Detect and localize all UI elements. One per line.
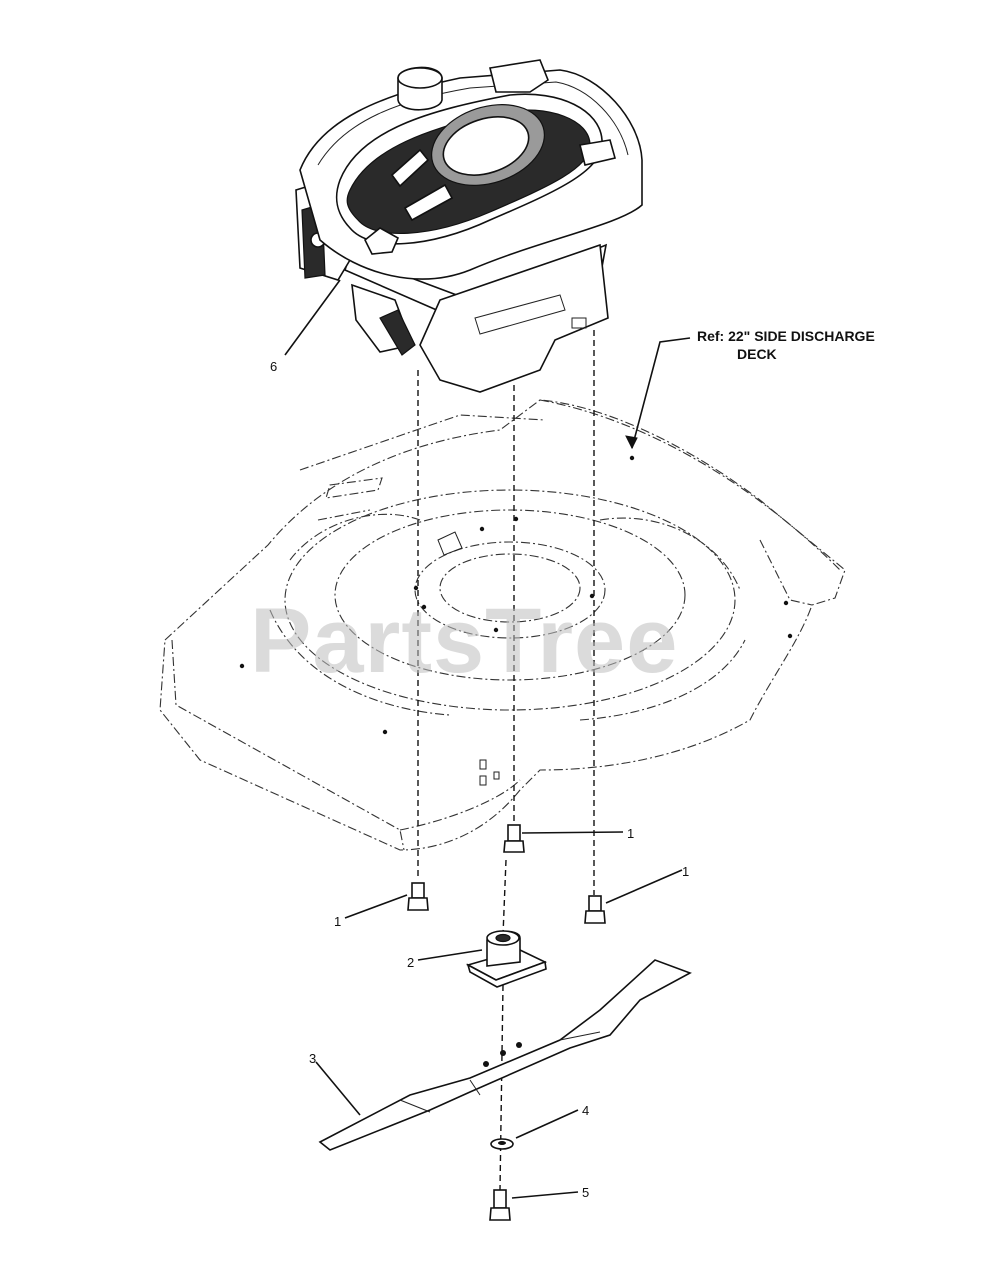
bolt-top-center (503, 824, 525, 853)
blade-bolt (489, 1189, 511, 1221)
reference-label-line2: DECK (737, 346, 777, 362)
alignment-lines (417, 330, 595, 1191)
callout-blade-bolt: 5 (582, 1185, 589, 1200)
callout-bolt-left: 1 (334, 914, 341, 929)
blade-adapter (465, 930, 548, 988)
watermark-text: PartsTree (250, 590, 678, 692)
reference-label: Ref: 22" SIDE DISCHARGE DECK (697, 328, 875, 362)
bolt-right (584, 895, 606, 924)
callout-washer: 4 (582, 1103, 589, 1118)
mower-deck (159, 399, 846, 851)
callout-blade: 3 (309, 1051, 316, 1066)
mower-blade (318, 959, 692, 1151)
callout-engine: 6 (270, 359, 277, 374)
engine (295, 59, 643, 393)
blade-washer (490, 1138, 514, 1150)
callout-numbers: 6 1 1 1 2 3 4 5 (270, 359, 689, 1200)
callout-bolt-top-center: 1 (627, 826, 634, 841)
callout-blade-adapter: 2 (407, 955, 414, 970)
callout-bolt-right: 1 (682, 864, 689, 879)
leader-lines (284, 279, 691, 1199)
reference-label-line1: Ref: 22" SIDE DISCHARGE (697, 328, 875, 344)
bolt-left (407, 882, 429, 911)
